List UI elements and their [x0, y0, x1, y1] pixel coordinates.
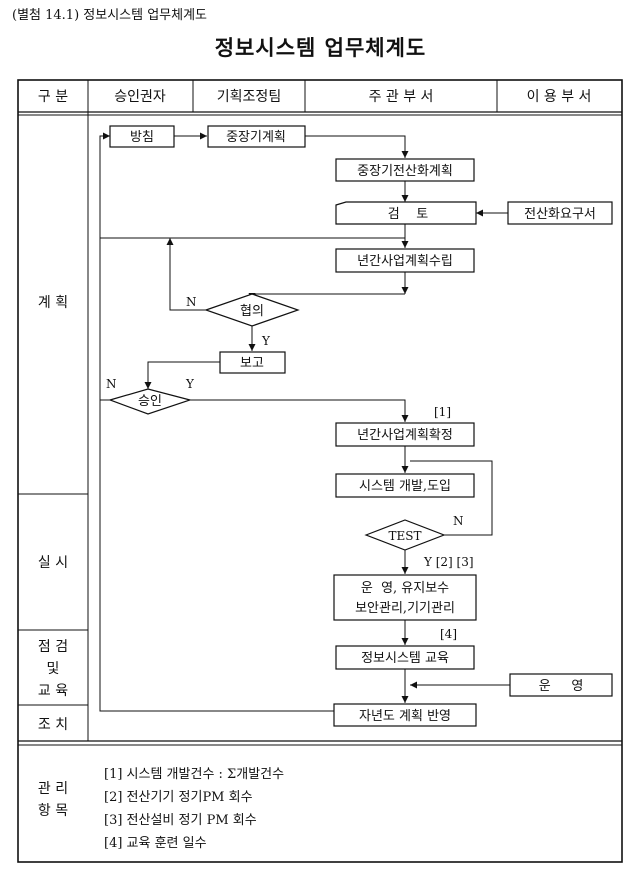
node-review-label: 검 토 [388, 207, 428, 222]
node-report [219, 351, 286, 374]
node-annual-plan [335, 248, 475, 273]
node-operation-maintenance [333, 574, 477, 621]
caption: (별첨 14.1) 정보시스템 업무체계도 [12, 8, 208, 23]
management-item-1: [1] 시스템 개발건수 : Σ개발건수 [104, 767, 285, 782]
table-frame [17, 79, 623, 863]
edge-label-test-no: N [453, 514, 464, 528]
node-next-year-reflection [333, 703, 477, 727]
node-consult-decision [204, 293, 300, 327]
node-report-label: 보고 [240, 356, 264, 371]
node-consult-label: 협의 [240, 304, 264, 319]
row-label-plan: 계 획 [38, 295, 68, 311]
node-system-development-label: 시스템 개발,도입 [359, 479, 451, 494]
edge-label-approve-yes: Y [185, 377, 195, 391]
node-annual-plan-confirmed-label: 년간사업계획확정 [357, 428, 453, 443]
node-computerization-request [507, 201, 613, 225]
node-review [335, 201, 477, 225]
row-label-education: 교 육 [38, 683, 68, 699]
node-midterm-computerization-plan [335, 158, 475, 182]
header-user-dept: 이 용 부 서 [527, 89, 592, 105]
header-supervising-dept: 주 관 부 서 [369, 89, 434, 105]
node-operation [509, 673, 613, 697]
node-midterm-computerization-plan-label: 중장기전산화계획 [357, 164, 453, 179]
header-category: 구 분 [38, 89, 68, 105]
row-label-execute: 실 시 [38, 555, 68, 571]
node-next-year-reflection-label: 자년도 계획 반영 [359, 709, 451, 724]
node-computerization-request-label: 전산화요구서 [524, 207, 596, 222]
node-midterm-plan [207, 125, 306, 148]
header-planning-team: 기획조정팀 [217, 89, 281, 105]
node-midterm-plan-label: 중장기계획 [226, 130, 286, 145]
management-item-4: [4] 교육 훈련 일수 [104, 836, 207, 851]
ref-label-4: [4] [440, 627, 457, 641]
node-approve-decision [108, 388, 193, 415]
header-approver: 승인권자 [114, 89, 166, 105]
page-title: 정보시스템 업무체계도 [214, 35, 427, 60]
node-approve-label: 승인 [138, 394, 162, 409]
node-test-label: TEST [389, 529, 422, 543]
node-system-development [335, 473, 475, 498]
node-test-decision [364, 519, 446, 551]
management-item-2: [2] 전산기기 정기PM 회수 [104, 790, 253, 805]
edge-label-approve-no: N [106, 377, 117, 391]
row-label-action: 조 치 [38, 717, 68, 733]
node-operation-label: 운 영 [539, 679, 584, 694]
edge-label-test-yes: Y [2] [3] [423, 555, 474, 569]
ref-label-1: [1] [434, 405, 451, 419]
row-label-inspect-and: 및 [47, 661, 60, 677]
row-label-management: 관 리 [38, 781, 68, 797]
edge-label-consult-no: N [186, 295, 197, 309]
edge-label-consult-yes: Y [261, 334, 271, 348]
node-policy-label: 방침 [130, 130, 154, 145]
management-item-3: [3] 전산설비 정기 PM 회수 [104, 813, 257, 828]
node-annual-plan-confirmed [335, 422, 475, 447]
node-education [335, 645, 475, 670]
node-policy [109, 125, 175, 148]
row-label-inspect: 점 검 [38, 639, 68, 655]
node-education-label: 정보시스템 교육 [361, 651, 449, 666]
row-label-items: 항 목 [38, 803, 68, 819]
node-operation-maintenance-label-1: 운 영, 유지보수 [361, 581, 449, 596]
node-annual-plan-label: 년간사업계획수립 [357, 254, 453, 269]
node-operation-maintenance-label-2: 보안관리,기기관리 [355, 601, 455, 616]
